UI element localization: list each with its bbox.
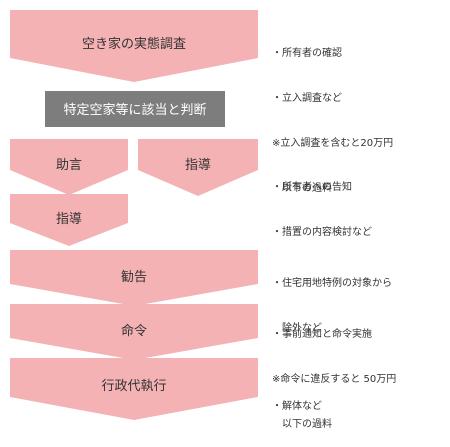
- note-execution: ・解体など: [272, 369, 322, 429]
- flow-diagram: 空き家の実態調査 特定空家等に該当と判断 助言 指導 指導 勧告 命令 行政代執…: [10, 10, 258, 420]
- note-order-line-3: 以下の過料: [272, 419, 332, 430]
- step-recommendation-shape: [10, 250, 258, 306]
- step-execution-label: 行政代執行: [101, 378, 166, 394]
- note-recommendation-line-2: 除外など: [272, 323, 322, 334]
- step-guidance-shape: [10, 194, 128, 246]
- note-advice: ・所有者への告知 ・措置の内容検討など: [272, 150, 372, 255]
- step-advice-label: 助言: [56, 158, 82, 173]
- step-guidance-right-label: 指導: [185, 158, 211, 173]
- note-recommendation: ・住宅用地特例の対象から 除外など: [272, 246, 392, 351]
- step-vacant-house-survey-shape: [10, 10, 258, 82]
- step-recommendation: 勧告: [10, 250, 258, 306]
- step-vacant-house-survey: 空き家の実態調査: [10, 10, 258, 82]
- note-survey: ・所有者の確認 ・立入調査など ※立入調査を含むと20万円 以下の過料: [272, 16, 393, 211]
- note-survey-line-1: ・所有者の確認: [272, 48, 342, 59]
- step-execution: 行政代執行: [10, 358, 258, 420]
- note-recommendation-line-1: ・住宅用地特例の対象から: [272, 278, 392, 289]
- step-guidance: 指導: [10, 194, 128, 246]
- step-order-label: 命令: [121, 323, 147, 339]
- step-decision-label: 特定空家等に該当と判断: [63, 102, 206, 118]
- note-survey-line-3: ※立入調査を含むと20万円: [272, 138, 394, 149]
- step-decision-shape: [45, 91, 225, 127]
- note-execution-line-1: ・解体など: [272, 401, 322, 412]
- note-advice-line-1: ・所有者への告知: [272, 182, 352, 193]
- note-advice-line-2: ・措置の内容検討など: [272, 227, 372, 238]
- step-advice: 助言: [10, 139, 128, 195]
- step-guidance-label: 指導: [56, 212, 82, 227]
- note-order-line-1: ・事前通知と命令実施: [272, 329, 372, 340]
- step-advice-shape: [10, 139, 128, 195]
- note-survey-line-4: 以下の過料: [272, 183, 332, 194]
- step-decision: 特定空家等に該当と判断: [45, 91, 225, 127]
- note-survey-line-2: ・立入調査など: [272, 93, 342, 104]
- step-execution-shape: [10, 358, 258, 420]
- step-vacant-house-survey-label: 空き家の実態調査: [82, 36, 186, 52]
- step-guidance-right: 指導: [138, 139, 258, 196]
- step-guidance-right-shape: [138, 139, 258, 196]
- step-order-shape: [10, 304, 258, 360]
- note-order-line-2: ※命令に違反すると 50万円: [272, 374, 397, 385]
- step-order: 命令: [10, 304, 258, 360]
- step-recommendation-label: 勧告: [121, 269, 147, 285]
- note-order: ・事前通知と命令実施 ※命令に違反すると 50万円 以下の過料: [272, 297, 396, 447]
